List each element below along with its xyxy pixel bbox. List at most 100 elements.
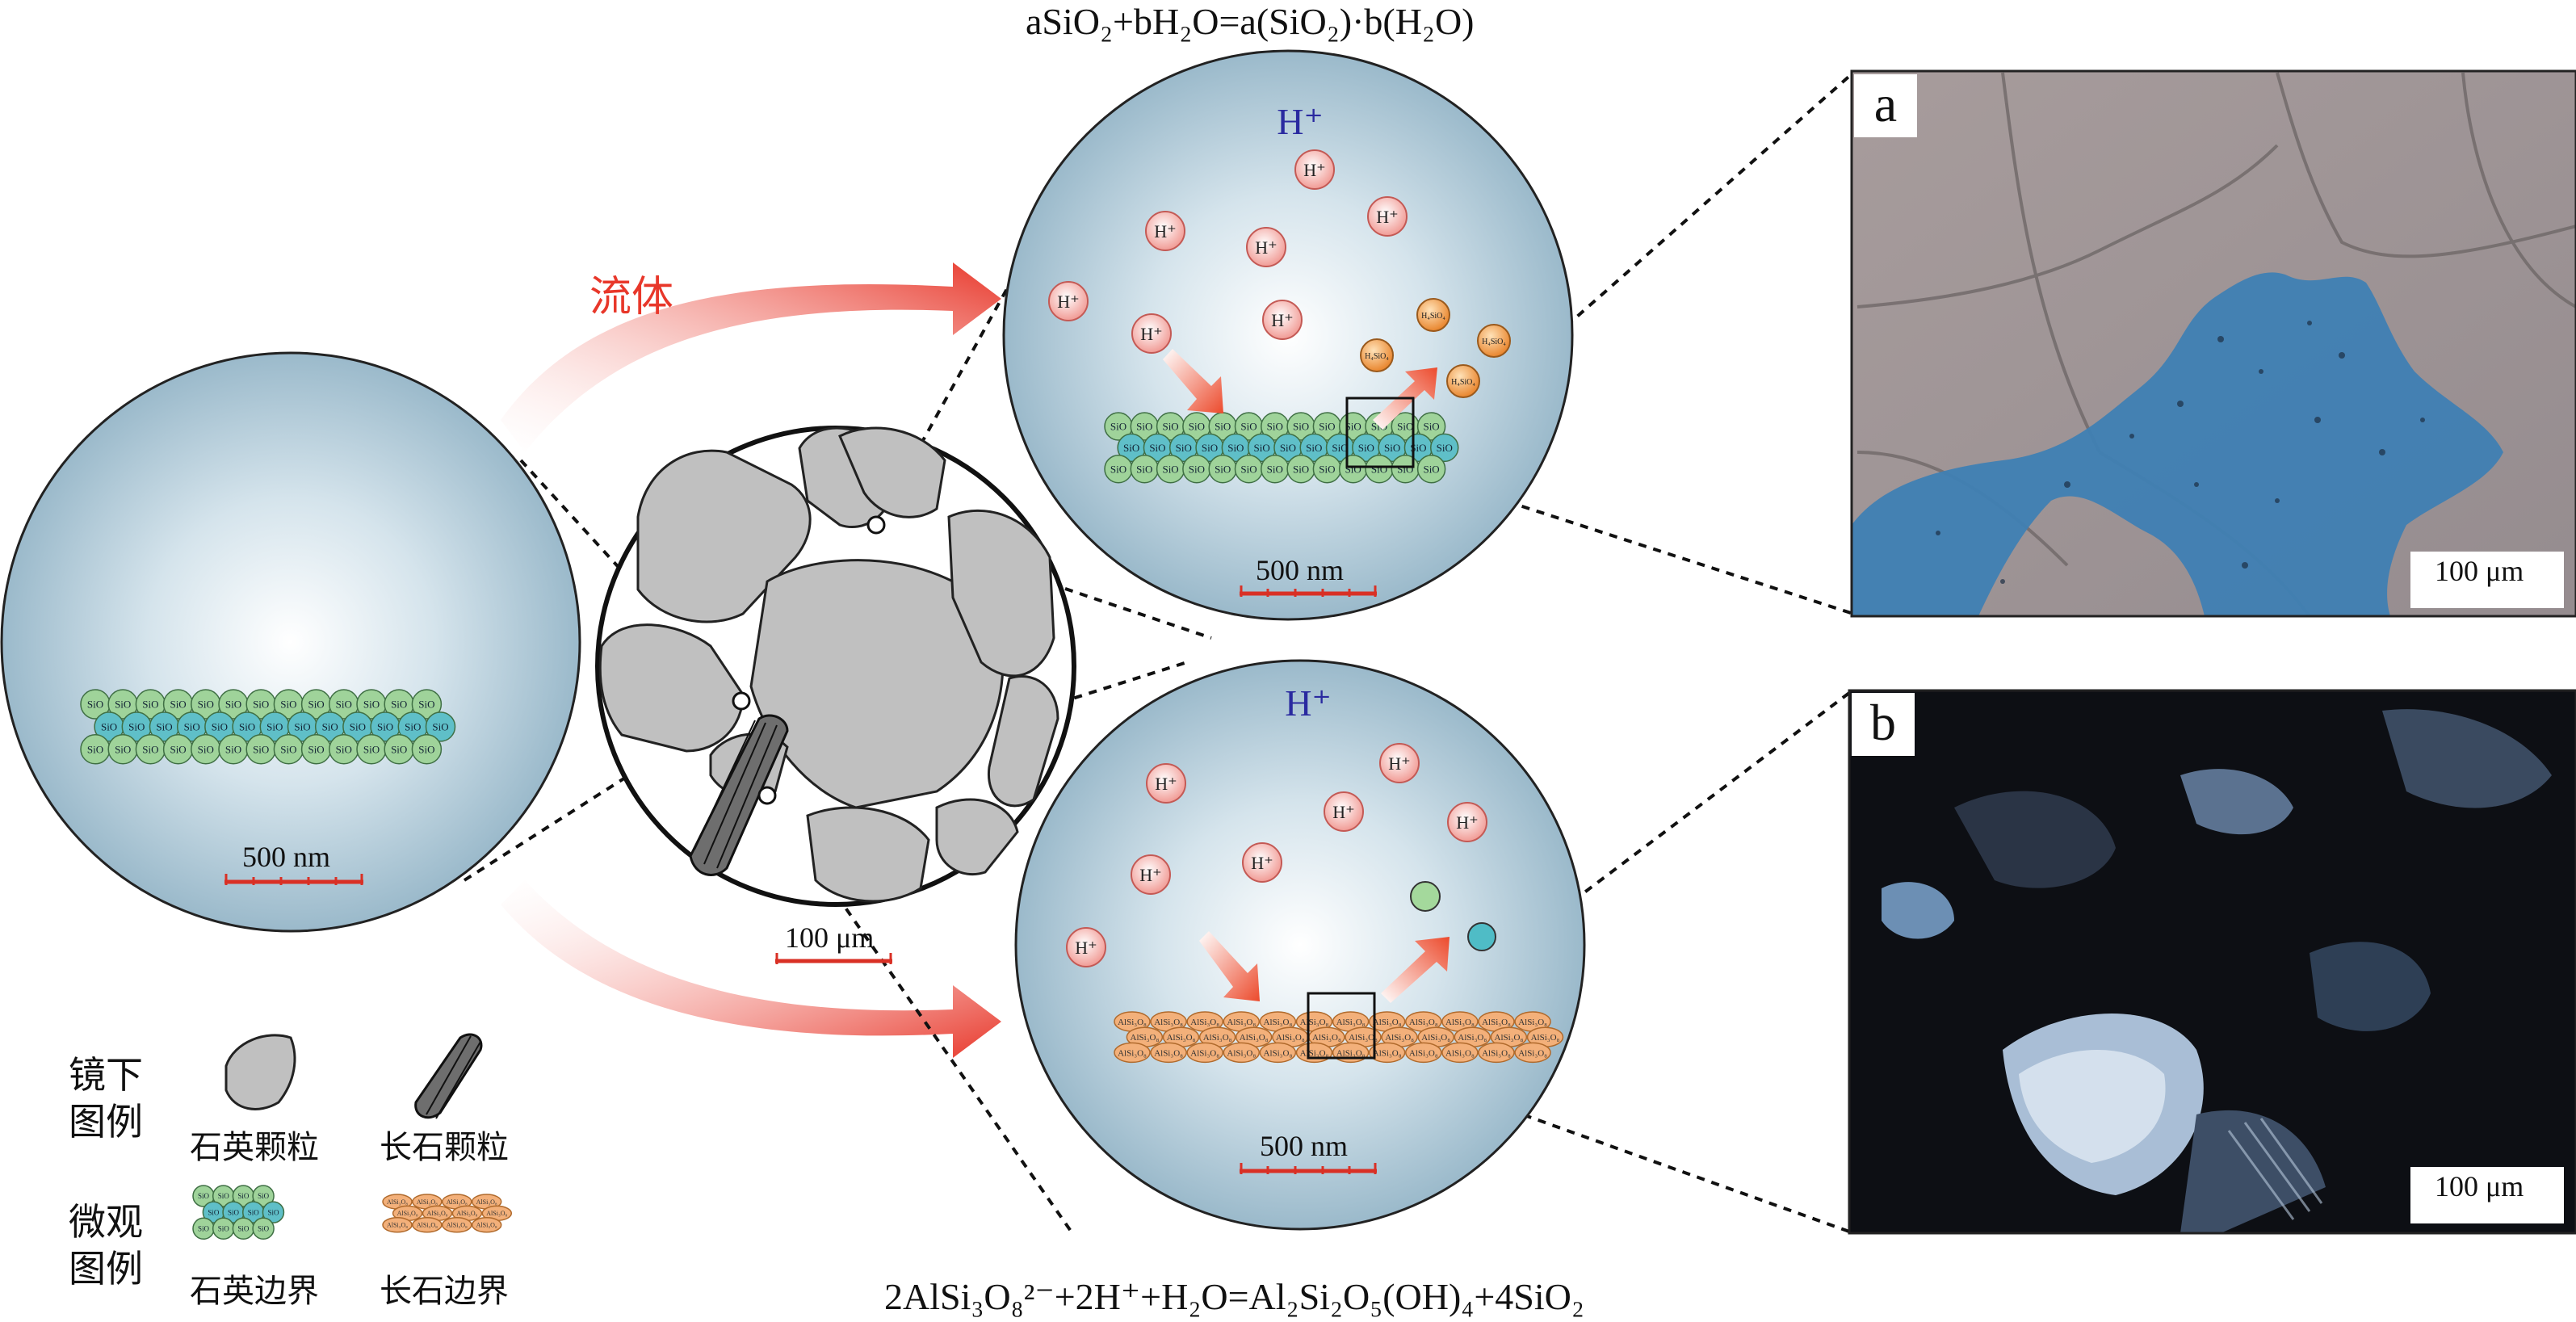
silicic-acid-particles: H₄SiO₄H₄SiO₄H₄SiO₄H₄SiO₄SiOSiO [1360, 298, 1511, 942]
quartz-unit-label: SiO [1149, 442, 1165, 454]
h-plus-title: H⁺ [1277, 101, 1324, 142]
quartz-grain [987, 674, 1059, 808]
quartz-unit-label: SiO [363, 699, 380, 711]
feldspar-unit [382, 1217, 413, 1233]
quartz-unit-label: SiO [258, 1192, 270, 1200]
feldspar-unit-label: AlSi₃O₈ [1495, 1033, 1524, 1043]
quartz-unit-label: SiO [322, 720, 338, 732]
quartz-unit-label: SiO [1240, 463, 1257, 475]
feldspar-unit [1405, 1042, 1442, 1064]
photo-b-scale-box [2410, 1167, 2564, 1223]
feldspar-unit-label: AlSi₃O₈ [1131, 1033, 1160, 1043]
quartz-unit-label: SiO [1358, 442, 1374, 454]
h-plus-ion [1447, 802, 1487, 842]
quartz-unit-label: SiO [212, 720, 228, 732]
feldspar-unit [412, 1217, 443, 1233]
legend-feldspar-boundary-label: 长石边界 [380, 1273, 509, 1310]
h-plus-ion [1242, 842, 1282, 883]
quartz-unit-label: SiO [1189, 421, 1205, 433]
feldspar-unit-label: AlSi₃O₈ [1227, 1048, 1256, 1058]
feldspar-unit-label: AlSi₃O₈ [387, 1222, 408, 1229]
h-plus-label: H⁺ [1376, 207, 1399, 227]
quartz-unit-label: SiO [248, 1208, 260, 1216]
feldspar-unit-label: AlSi₃O₈ [456, 1210, 477, 1217]
legend-quartz-grain-label: 石英颗粒 [190, 1129, 319, 1166]
quartz-unit [411, 734, 443, 765]
feldspar-unit-label: AlSi₃O₈ [1264, 1018, 1293, 1027]
quartz-unit-label: SiO [294, 720, 310, 732]
quartz-unit-label: SiO [377, 720, 393, 732]
quartz-unit-label: SiO [280, 699, 296, 711]
photo-b-scale-label: 100 μm [2435, 1170, 2524, 1202]
quartz-unit-label: SiO [1384, 442, 1400, 454]
panel-label-b: b [1852, 693, 1915, 756]
quartz-unit-label: SiO [208, 1208, 220, 1216]
quartz-unit-label: SiO [225, 699, 241, 711]
quartz-unit [411, 689, 443, 720]
feldspar-unit-label: AlSi₃O₈ [1240, 1033, 1269, 1043]
h-plus-ion [1294, 149, 1335, 190]
quartz-unit-label: SiO [1162, 463, 1178, 475]
silicic-acid-label: H₄SiO₄ [1365, 352, 1389, 361]
quartz-unit-label: SiO [1332, 442, 1348, 454]
microscope-circle [595, 426, 1076, 907]
quartz-unit-label: SiO [1123, 442, 1139, 454]
feldspar-dissolution-equation: 2AlSi₃O₈²⁻+2H⁺+H₂O=Al₂Si₂O₅(OH)₄+4SiO₂ [884, 1276, 1584, 1317]
feldspar-unit [1514, 1042, 1551, 1064]
feldspar-unit-label: AlSi₃O₈ [1276, 1033, 1305, 1043]
quartz-unit [252, 1185, 275, 1207]
silicic-acid-label: H₄SiO₄ [1451, 378, 1475, 387]
feldspar-unit-label: AlSi₃O₈ [1154, 1048, 1183, 1058]
feldspar-grain [689, 714, 789, 876]
quartz-unit-label: SiO [363, 743, 380, 755]
h-plus-label: H⁺ [1271, 310, 1294, 330]
bottom-reaction-sphere [1014, 659, 1586, 1231]
feldspar-unit-label: AlSi₃O₈ [1227, 1018, 1256, 1027]
quartz-unit-label: SiO [336, 699, 352, 711]
quartz-unit-label: SiO [237, 1192, 250, 1200]
silicic-acid-particle [1477, 324, 1511, 358]
feldspar-unit [442, 1217, 472, 1233]
quartz-unit-label: SiO [1371, 463, 1387, 475]
h-plus-ion [1379, 743, 1420, 783]
scale-bar-center [775, 953, 892, 964]
quartz-unit-label: SiO [266, 720, 283, 732]
feldspar-unit-label: AlSi₃O₈ [1336, 1018, 1366, 1027]
feldspar-unit-label: AlSi₃O₈ [417, 1198, 438, 1206]
feldspar-unit-label: AlSi₃O₈ [417, 1222, 438, 1229]
feldspar-unit-label: AlSi₃O₈ [1373, 1018, 1402, 1027]
quartz-unit-label: SiO [391, 699, 407, 711]
feldspar-unit-label: AlSi₃O₈ [1518, 1018, 1547, 1027]
quartz-unit-label: SiO [1215, 463, 1231, 475]
quartz-unit-label: SiO [253, 743, 269, 755]
quartz-unit [252, 1217, 275, 1240]
feldspar-unit [1114, 1042, 1151, 1064]
h-plus-label: H⁺ [1057, 292, 1080, 312]
quartz-unit-label: SiO [142, 743, 158, 755]
h-plus-ion [1367, 196, 1408, 237]
quartz-unit-label: SiO [1267, 421, 1283, 433]
quartz-unit-label: SiO [115, 699, 131, 711]
quartz-unit-label: SiO [1227, 442, 1244, 454]
quartz-unit-label: SiO [1110, 421, 1126, 433]
feldspar-unit-label: AlSi₃O₈ [1409, 1018, 1438, 1027]
quartz-unit-label: SiO [101, 720, 117, 732]
silicic-acid-particle [1360, 338, 1394, 372]
feldspar-unit-label: AlSi₃O₈ [1264, 1048, 1293, 1058]
quartz-grain [806, 806, 930, 903]
h-plus-label: H⁺ [1303, 160, 1326, 180]
feldspar-unit-label: AlSi₃O₈ [1190, 1018, 1219, 1027]
feldspar-unit-label: AlSi₃O₈ [1409, 1048, 1438, 1058]
quartz-unit-label: SiO [1267, 463, 1283, 475]
silicic-acid-particle [1416, 298, 1450, 332]
quartz-unit-label: SiO [198, 1192, 210, 1200]
feldspar-unit-label: AlSi₃O₈ [1154, 1018, 1183, 1027]
quartz-unit-label: SiO [225, 743, 241, 755]
quartz-unit-label: SiO [405, 720, 421, 732]
quartz-unit-label: SiO [258, 1224, 270, 1232]
quartz-unit [262, 1201, 285, 1223]
quartz-unit-label: SiO [1162, 421, 1178, 433]
photo-a-scale-label: 100 μm [2435, 555, 2524, 587]
